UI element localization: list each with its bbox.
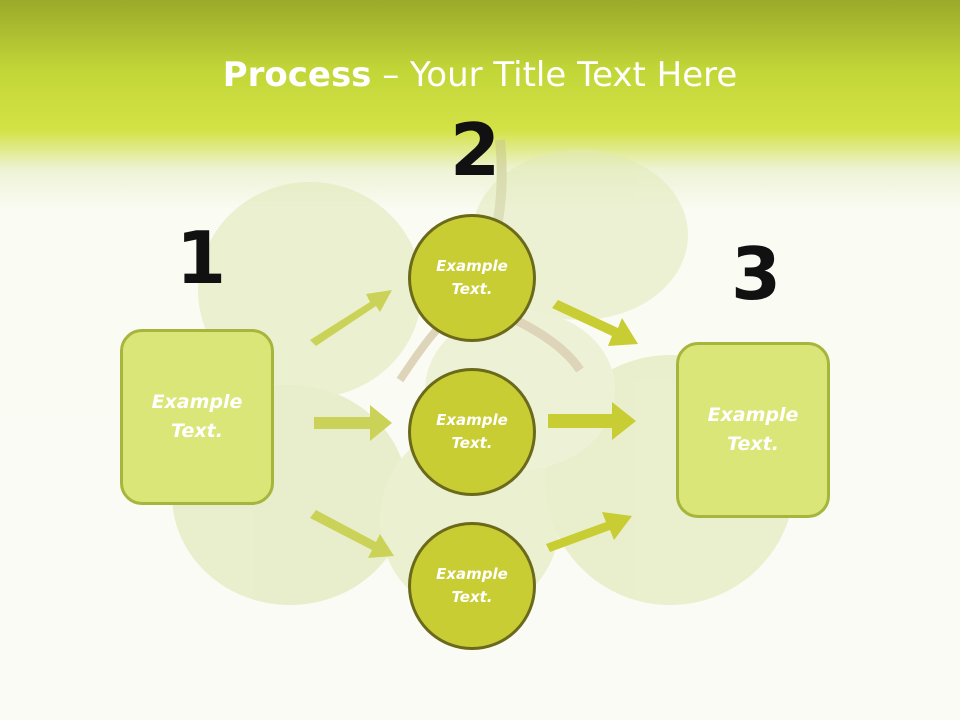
title-bold: Process <box>222 55 372 95</box>
arrow-left-to-top <box>310 290 392 346</box>
step-number-1: 1 <box>176 216 227 300</box>
arrow-right-icon <box>310 290 392 346</box>
box-left-text: Example Text. <box>151 391 243 442</box>
arrow-top-to-right <box>552 300 638 346</box>
process-box-left: Example Text. <box>120 329 274 505</box>
circle-top-text: Example Text. <box>436 257 508 298</box>
page-title: Process – Your Title Text Here <box>0 52 960 98</box>
step-number-3: 3 <box>731 232 782 316</box>
title-rest: – Your Title Text Here <box>371 55 738 95</box>
arrow-left-to-bottom <box>310 510 394 558</box>
arrow-right-icon <box>314 405 392 441</box>
arrow-right-icon <box>552 300 638 346</box>
process-box-right: Example Text. <box>676 342 830 518</box>
circle-bottom-text: Example Text. <box>436 565 508 606</box>
box-right-text: Example Text. <box>707 404 799 455</box>
arrow-right-icon <box>548 402 636 440</box>
process-circle-bottom: Example Text. <box>408 522 536 650</box>
arrow-middle-to-right <box>548 402 636 440</box>
process-circle-top: Example Text. <box>408 214 536 342</box>
arrow-bottom-to-right <box>546 512 632 552</box>
arrow-right-icon <box>310 510 394 558</box>
arrow-right-icon <box>546 512 632 552</box>
arrow-left-to-middle <box>314 405 392 441</box>
process-circle-middle: Example Text. <box>408 368 536 496</box>
step-number-2: 2 <box>450 108 501 192</box>
circle-middle-text: Example Text. <box>436 411 508 452</box>
